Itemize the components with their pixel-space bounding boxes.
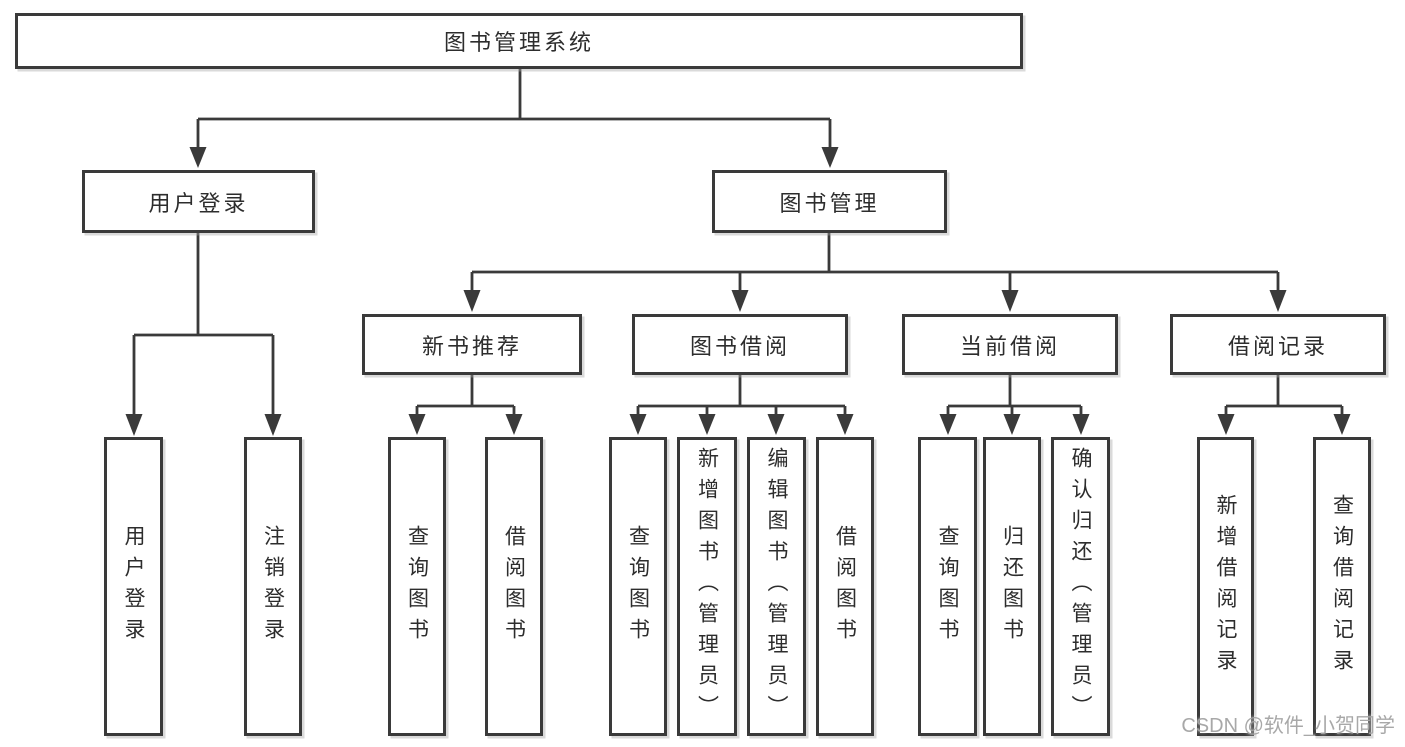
leaf-add-borrow-record: 新增借阅记录	[1197, 437, 1254, 736]
node-book-borrow: 图书借阅	[632, 314, 848, 375]
node-current-borrow: 当前借阅	[902, 314, 1118, 375]
leaf-logout: 注销登录	[244, 437, 302, 736]
csdn-watermark: CSDN @软件_小贺同学	[1181, 715, 1395, 737]
leaf-return-books: 归还图书	[983, 437, 1041, 736]
node-new-book-recommend: 新书推荐	[362, 314, 582, 375]
leaf-query-borrow-record: 查询借阅记录	[1313, 437, 1371, 736]
leaf-user-login: 用户登录	[104, 437, 163, 736]
connector-current-to-leaves	[939, 375, 1090, 435]
connector-book-management-to-level3	[463, 233, 1287, 312]
connector-root-to-level2	[189, 69, 839, 168]
leaf-edit-books-admin: 编辑图书（管理员）	[747, 437, 806, 736]
leaf-query-books-borrow: 查询图书	[609, 437, 667, 736]
leaf-query-books-recommend: 查询图书	[388, 437, 446, 736]
connector-record-to-leaves	[1217, 375, 1351, 435]
leaf-confirm-return-admin: 确认归还（管理员）	[1051, 437, 1110, 736]
leaf-add-books-admin: 新增图书（管理员）	[677, 437, 737, 736]
node-book-management: 图书管理	[712, 170, 947, 233]
connector-borrow-to-leaves	[629, 375, 854, 435]
leaf-borrow-books-recommend: 借阅图书	[485, 437, 543, 736]
node-root: 图书管理系统	[15, 13, 1023, 69]
connector-user-login-to-leaves	[125, 233, 282, 436]
leaf-query-books-current: 查询图书	[918, 437, 977, 736]
connector-recommend-to-leaves	[408, 375, 523, 435]
leaf-borrow-books: 借阅图书	[816, 437, 874, 736]
node-borrow-records: 借阅记录	[1170, 314, 1386, 375]
node-user-login: 用户登录	[82, 170, 315, 233]
